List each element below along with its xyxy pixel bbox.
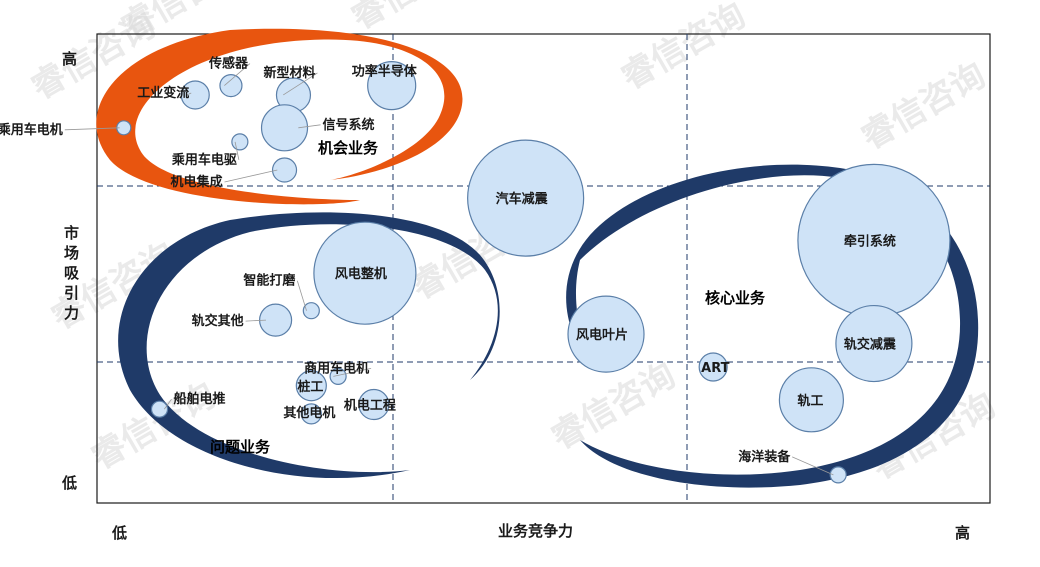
x-axis-high: 高 <box>955 524 970 542</box>
group-label-core: 核心业务 <box>705 289 766 307</box>
bubble-label-16: ART <box>701 361 729 376</box>
bubble-label-11: 智能打磨 <box>243 273 295 289</box>
bubble-19 <box>358 388 390 421</box>
watermark-4: 睿信咨询 <box>855 55 993 158</box>
y-axis-title-char-2: 吸 <box>64 264 80 282</box>
group-label-problem: 问题业务 <box>210 438 271 456</box>
bubble-17 <box>295 370 327 402</box>
plot-frame <box>96 33 991 504</box>
bubble-21 <box>778 367 845 433</box>
y-axis-high: 高 <box>62 50 77 68</box>
group-label-opportunity: 机会业务 <box>318 139 379 157</box>
y-axis-title-char-1: 场 <box>64 244 79 262</box>
bubble-22 <box>829 466 847 484</box>
bubble-label-17: 桩工 <box>297 379 323 395</box>
bubble-label-9: 牵引系统 <box>844 233 896 249</box>
x-axis-low: 低 <box>111 524 127 542</box>
leader-line-22 <box>792 456 834 476</box>
watermark-2: 睿信咨询 <box>345 0 483 38</box>
bubble-0 <box>180 80 210 110</box>
leader-line-11 <box>296 280 307 311</box>
watermark-9: 睿信咨询 <box>865 385 1003 488</box>
x-axis-title: 业务竞争力 <box>498 522 573 540</box>
core-group-swoosh <box>566 164 979 488</box>
leader-line-0 <box>186 92 192 96</box>
bubble-label-14: 轨交减震 <box>844 337 897 353</box>
bubble-label-20: 其他电机 <box>283 405 335 421</box>
leader-line-6 <box>234 141 240 160</box>
bubble-6 <box>231 133 249 151</box>
bubble-layer <box>116 60 951 484</box>
leader-line-layer <box>64 63 834 476</box>
leader-line-2 <box>283 72 318 96</box>
bubble-7 <box>271 157 298 183</box>
leader-line-5 <box>298 124 321 129</box>
bubble-18 <box>150 400 169 418</box>
bubble-label-21: 轨工 <box>797 393 823 409</box>
bubble-14 <box>835 304 913 383</box>
bubble-label-12: 轨交其他 <box>192 313 244 329</box>
bubble-label-4: 乘用车电机 <box>0 122 63 138</box>
bubble-16 <box>698 352 728 382</box>
bubble-label-5: 信号系统 <box>323 117 375 133</box>
bubble-label-10: 风电整机 <box>335 266 387 282</box>
bubble-11 <box>302 302 320 320</box>
y-axis-title-char-3: 引 <box>64 284 79 302</box>
bubble-label-3: 功率半导体 <box>352 64 418 80</box>
bubble-3 <box>367 60 417 111</box>
bubble-10 <box>313 221 417 325</box>
bubble-13 <box>567 295 645 373</box>
bubble-label-8: 汽车减震 <box>496 191 549 207</box>
bubble-8 <box>467 139 585 257</box>
bubble-label-1: 传感器 <box>208 56 249 72</box>
y-axis-title-char-4: 力 <box>64 304 79 322</box>
leader-line-7 <box>224 169 278 183</box>
bubble-20 <box>300 403 322 425</box>
bubble-label-7: 机电集成 <box>171 174 223 190</box>
y-axis-title-char-0: 市 <box>64 224 79 242</box>
bubble-15 <box>329 367 347 385</box>
y-axis-low: 低 <box>61 474 77 492</box>
bubble-1 <box>219 73 243 98</box>
bubble-label-15: 商用车电机 <box>304 360 369 376</box>
leader-line-15 <box>333 367 372 377</box>
bubble-5 <box>260 104 309 152</box>
bubble-label-22: 海洋装备 <box>738 449 791 465</box>
bubble-label-18: 船舶电推 <box>174 391 226 407</box>
watermark-3: 睿信咨询 <box>615 0 753 98</box>
bubble-label-2: 新型材料 <box>263 65 315 81</box>
leader-line-12 <box>245 319 267 322</box>
bubble-label-19: 机电工程 <box>344 398 396 414</box>
bubble-label-0: 工业变流 <box>137 85 189 101</box>
leader-line-1 <box>224 63 251 86</box>
bubble-label-13: 风电叶片 <box>576 327 628 343</box>
leader-line-18 <box>163 398 172 410</box>
leader-line-4 <box>64 127 120 131</box>
bubble-label-6: 乘用车电驱 <box>171 152 237 168</box>
